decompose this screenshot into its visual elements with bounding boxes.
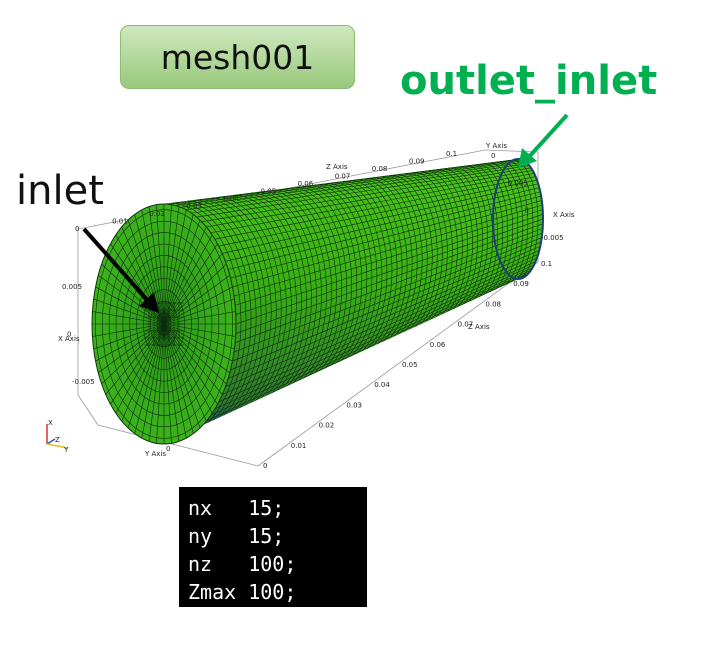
code-line-nz: nz 100; (188, 552, 297, 576)
z-top-tick: 0.03 (186, 203, 202, 211)
outlet-inlet-label: outlet_inlet (400, 58, 658, 104)
mesh-title-box: mesh001 (120, 25, 355, 89)
y-axis-label-bottom: Y Axis (144, 450, 166, 458)
orientation-y-label: Y (63, 446, 69, 454)
z-top-tick: 0.04 (223, 195, 239, 203)
z-top-tick: 0.02 (149, 210, 165, 218)
y-axis-label-top: Y Axis (485, 142, 507, 150)
mesh-parameters-block: nx 15; ny 15; nz 100; Zmax 100; (179, 487, 367, 607)
z-top-tick: 0.1 (446, 150, 457, 158)
z-top-tick: 0.05 (261, 188, 277, 196)
y-right-tick: 0.005 (508, 179, 528, 187)
z-top-tick: 0.07 (335, 173, 351, 181)
inlet-label: inlet (16, 168, 104, 214)
z-top-tick: 0.09 (409, 158, 425, 166)
y-right-tick: 0 (524, 207, 528, 215)
z-right-tick: 0 (263, 462, 267, 470)
z-right-tick: 0.06 (430, 341, 446, 349)
z-axis-label-top: Z Axis (326, 163, 348, 171)
inlet-face-edge (91, 203, 237, 445)
y-right-tick: -0.005 (541, 234, 564, 242)
x-left-tick: -0.005 (72, 378, 95, 386)
z-right-tick: 0.09 (513, 280, 529, 288)
z-top-tick: 0 (75, 225, 79, 233)
code-line-nx: nx 15; (188, 496, 285, 520)
orientation-axes: X Z Y (46, 419, 69, 454)
y-tick-bottom: 0 (166, 445, 170, 453)
mesh-title: mesh001 (160, 37, 315, 77)
z-top-tick: 0.01 (112, 218, 128, 226)
orientation-z-label: Z (55, 436, 60, 444)
orientation-x-label: X (48, 419, 53, 427)
z-right-tick: 0.01 (291, 442, 307, 450)
inlet-arrow (82, 227, 159, 313)
z-right-tick: 0.04 (374, 381, 390, 389)
z-right-tick: 0.08 (485, 300, 501, 308)
y-right-tick: 0 (491, 152, 495, 160)
z-axis-label-right: Z Axis (468, 323, 490, 331)
z-top-tick: 0.06 (298, 180, 314, 188)
outlet-face-edge (492, 158, 544, 280)
z-right-tick: 0.07 (458, 321, 474, 329)
x-left-tick: 0.005 (62, 283, 82, 291)
z-right-tick: 0.1 (541, 260, 552, 268)
z-right-tick: 0.03 (346, 401, 362, 409)
code-line-ny: ny 15; (188, 524, 285, 548)
z-right-tick: 0.05 (402, 361, 418, 369)
x-axis-label-right: X Axis (553, 211, 575, 219)
x-axis-label-left: X Axis (58, 335, 80, 343)
outlet-arrow (518, 113, 569, 168)
z-top-tick: 0.08 (372, 165, 388, 173)
z-right-tick: 0.02 (319, 422, 335, 430)
x-left-tick: 0 (67, 331, 71, 339)
inlet-mesh-lines (92, 204, 236, 444)
code-line-zmax: Zmax 100; (188, 580, 297, 604)
